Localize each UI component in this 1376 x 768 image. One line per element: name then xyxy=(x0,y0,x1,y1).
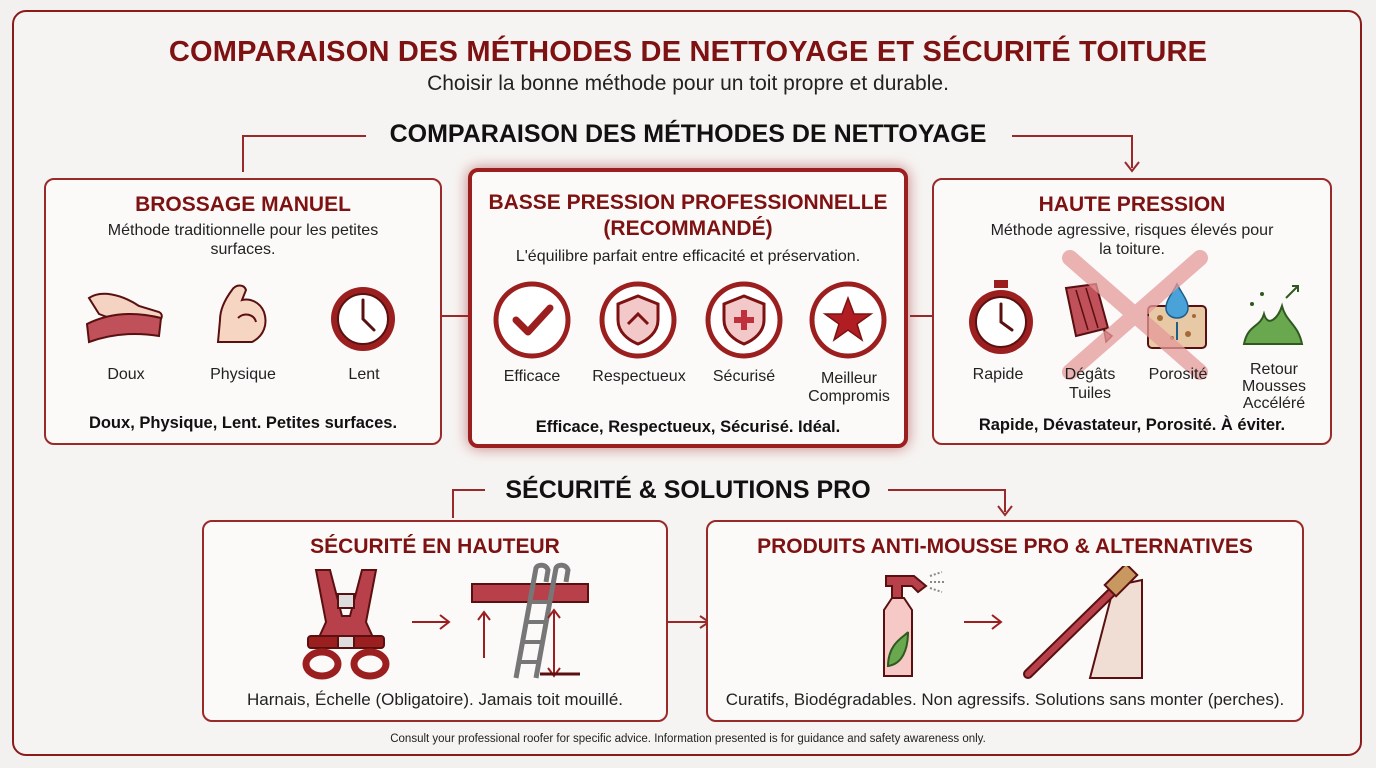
card-high-pressure: HAUTE PRESSION Méthode agressive, risque… xyxy=(932,178,1332,445)
item-label-degats: Dégâts xyxy=(1064,366,1116,383)
shield-icon xyxy=(599,281,677,359)
card-summary: Harnais, Échelle (Obligatoire). Jamais t… xyxy=(246,690,624,709)
card-title: SÉCURITÉ EN HAUTEUR xyxy=(310,535,560,558)
clock-icon xyxy=(331,287,395,351)
item-label-accelere: Accéléré xyxy=(1242,395,1306,412)
page-title: COMPARAISON DES MÉTHODES DE NETTOYAGE ET… xyxy=(168,36,1208,68)
card-title: BROSSAGE MANUEL xyxy=(135,193,351,216)
item-label-lent: Lent xyxy=(348,366,380,383)
card-desc-line2: la toiture. xyxy=(1099,241,1165,258)
item-label-physique: Physique xyxy=(210,366,276,383)
flexed-arm-icon xyxy=(216,284,267,343)
spray-bottle-icon xyxy=(883,571,946,677)
card-summary: Rapide, Dévastateur, Porosité. À éviter. xyxy=(978,416,1286,434)
item-label-efficace: Efficace xyxy=(503,368,561,385)
item-label-tuiles: Tuiles xyxy=(1068,385,1112,402)
card-desc-line1: Méthode traditionnelle pour les petites xyxy=(107,222,379,239)
item-label-compromis: Compromis xyxy=(808,388,890,405)
item-label-porosite: Porosité xyxy=(1148,366,1208,383)
page-subtitle: Choisir la bonne méthode pour un toit pr… xyxy=(427,72,949,95)
item-label-doux: Doux xyxy=(107,366,145,383)
hand-brush-icon xyxy=(85,292,163,344)
section-heading-safety: SÉCURITÉ & SOLUTIONS PRO xyxy=(505,476,871,504)
stopwatch-icon xyxy=(969,280,1033,354)
checkmark-icon xyxy=(493,281,571,359)
card-manual-brushing: BROSSAGE MANUEL Méthode traditionnelle p… xyxy=(44,178,442,445)
item-label-respectueux: Respectueux xyxy=(592,368,686,385)
item-label-meilleur: Meilleur xyxy=(820,370,877,387)
card-desc: L'équilibre parfait entre efficacité et … xyxy=(515,248,861,265)
item-label-retour: Retour xyxy=(1249,361,1299,378)
section-heading-methods: COMPARAISON DES MÉTHODES DE NETTOYAGE xyxy=(389,120,987,148)
moss-regrowth-icon xyxy=(1242,285,1304,345)
card-anti-moss-products: PRODUITS ANTI-MOUSSE PRO & ALTERNATIVES … xyxy=(706,520,1304,722)
arrow-right-icon xyxy=(412,614,451,630)
card-title: PRODUITS ANTI-MOUSSE PRO & ALTERNATIVES xyxy=(757,535,1253,558)
card-summary: Doux, Physique, Lent. Petites surfaces. xyxy=(88,414,398,432)
item-label-rapide: Rapide xyxy=(972,366,1024,383)
card-title-line2: (RECOMMANDÉ) xyxy=(603,217,773,240)
roof-pole-brush-icon xyxy=(1023,566,1143,679)
item-label-mousses: Mousses xyxy=(1241,378,1307,395)
card-summary: Curatifs, Biodégradables. Non agressifs.… xyxy=(725,690,1285,709)
card-height-safety: SÉCURITÉ EN HAUTEUR Harnais, Échelle (Ob… xyxy=(202,520,668,722)
card-title-line1: BASSE PRESSION PROFESSIONNELLE xyxy=(488,191,888,214)
item-label-securise: Sécurisé xyxy=(712,368,776,385)
footer-disclaimer: Consult your professional roofer for spe… xyxy=(390,733,986,745)
arrow-right-icon xyxy=(964,614,1003,630)
card-low-pressure: BASSE PRESSION PROFESSIONNELLE (RECOMMAN… xyxy=(468,168,908,448)
star-icon xyxy=(809,281,887,359)
ladder-icon xyxy=(471,562,589,679)
card-desc-line2: surfaces. xyxy=(210,241,276,258)
card-title: HAUTE PRESSION xyxy=(1038,193,1226,216)
harness-icon xyxy=(302,569,390,680)
shield-cross-icon xyxy=(705,281,783,359)
forbidden-cross-icon xyxy=(1062,250,1208,380)
card-desc-line1: Méthode agressive, risques élevés pour xyxy=(990,222,1274,239)
card-summary: Efficace, Respectueux, Sécurisé. Idéal. xyxy=(535,418,841,436)
